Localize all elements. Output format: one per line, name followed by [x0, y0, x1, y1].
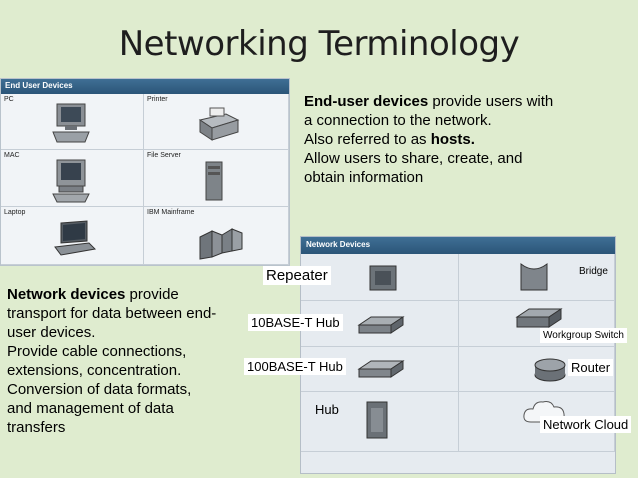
end-user-devices-header: End User Devices [1, 79, 289, 94]
file-server-icon [205, 161, 223, 201]
bridge-cell [459, 254, 615, 301]
pc-cell: PC [1, 94, 144, 150]
mac-cell: MAC [1, 150, 144, 207]
ibm-mainframe-label: IBM Mainframe [147, 209, 195, 216]
mainframe-icon [199, 228, 243, 260]
end-user-devices-panel: End User Devices PC Printer MAC [0, 78, 290, 266]
hub-label: Hub [315, 402, 339, 417]
router-label: Router [568, 359, 614, 376]
network-devices-description: Network devices provide transport for da… [7, 285, 269, 437]
hub100-label: 100BASE-T Hub [244, 358, 346, 375]
hosts-term: hosts. [430, 131, 475, 148]
workgroup-switch-icon [515, 308, 563, 328]
network-devices-term: Network devices [7, 286, 126, 303]
network-line2: transport for data between end- [7, 305, 217, 322]
network-line6: Conversion of data formats, [7, 381, 192, 398]
mac-icon [52, 159, 90, 203]
ibm-mainframe-cell: IBM Mainframe [144, 207, 289, 265]
router-icon [534, 358, 566, 382]
mac-label: MAC [4, 152, 20, 159]
end-user-line3: Also referred to as [304, 131, 431, 148]
hub-cell [301, 392, 459, 452]
printer-cell: Printer [144, 94, 289, 150]
network-line8: transfers [7, 419, 66, 436]
network-cloud-label: Network Cloud [540, 416, 632, 433]
end-user-description: End-user devices provide users with a co… [304, 92, 624, 187]
hub100-icon [357, 360, 405, 378]
file-server-cell: File Server [144, 150, 289, 207]
laptop-label: Laptop [4, 209, 26, 216]
end-user-line5: obtain information [304, 169, 424, 186]
network-line5: extensions, concentration. [7, 362, 182, 379]
hub10-label: 10BASE-T Hub [248, 314, 343, 331]
printer-icon [198, 107, 240, 141]
end-user-line2: a connection to the network. [304, 112, 492, 129]
bridge-icon [520, 262, 548, 291]
router-cell [459, 347, 615, 392]
end-user-line1: provide users with [428, 93, 554, 110]
pc-label: PC [4, 96, 14, 103]
network-devices-header: Network Devices [301, 237, 615, 254]
pc-icon [52, 103, 90, 143]
network-line1: provide [125, 286, 179, 303]
workgroup-switch-cell [459, 301, 615, 347]
printer-label: Printer [147, 96, 168, 103]
end-user-term: End-user devices [304, 93, 429, 110]
hub-icon [366, 401, 388, 439]
hub10-icon [357, 316, 405, 334]
bridge-label: Bridge [579, 266, 608, 277]
network-line3: user devices. [7, 324, 96, 341]
end-user-line4: Allow users to share, create, and [304, 150, 523, 167]
network-line7: and management of data [7, 400, 174, 417]
file-server-label: File Server [147, 152, 181, 159]
network-line4: Provide cable connections, [7, 343, 187, 360]
repeater-label: Repeater [263, 266, 331, 285]
network-devices-panel: Network Devices [300, 236, 616, 474]
laptop-icon [54, 220, 97, 256]
repeater-cell [301, 254, 459, 301]
workgroup-switch-label: Workgroup Switch [540, 328, 627, 343]
hub10-cell [301, 301, 459, 347]
slide-title: Networking Terminology [118, 24, 520, 64]
hub100-cell [301, 347, 459, 392]
repeater-icon [369, 265, 397, 291]
laptop-cell: Laptop [1, 207, 144, 265]
